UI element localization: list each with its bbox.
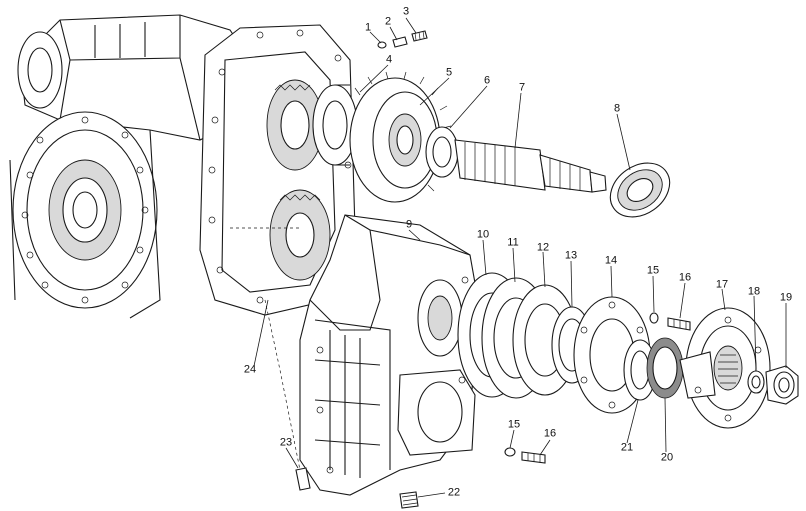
callout-16-lower: 16 <box>543 427 557 440</box>
callout-5: 5 <box>445 66 453 79</box>
gear-5 <box>349 71 452 203</box>
leader-lines <box>253 17 787 498</box>
intermediate-plate <box>199 24 356 316</box>
callout-15-upper: 15 <box>646 264 660 277</box>
callout-4: 4 <box>385 53 393 66</box>
callout-21: 21 <box>620 441 634 454</box>
shaft-7 <box>454 139 607 193</box>
flange-17 <box>679 307 771 429</box>
callout-23: 23 <box>279 436 293 449</box>
callout-3: 3 <box>402 5 410 18</box>
callout-6: 6 <box>483 74 491 87</box>
pin-23 <box>295 467 311 491</box>
callout-18: 18 <box>747 285 761 298</box>
callout-11: 11 <box>507 236 519 249</box>
callout-9: 9 <box>405 218 413 231</box>
callout-15-lower: 15 <box>507 418 521 431</box>
callout-10: 10 <box>476 228 490 241</box>
seal-20 <box>646 337 684 399</box>
assembly-axis-lines <box>230 227 301 471</box>
small-parts-1-3 <box>377 30 428 49</box>
callout-24: 24 <box>243 363 257 376</box>
main-housing <box>9 14 251 319</box>
callout-20: 20 <box>660 451 674 464</box>
bearing-8 <box>609 162 671 218</box>
cover-9 <box>299 214 479 496</box>
callout-13: 13 <box>564 249 578 262</box>
washer-bolt-15-16-upper <box>649 312 691 331</box>
callout-7: 7 <box>518 81 526 94</box>
ring-6 <box>425 126 459 178</box>
callout-8: 8 <box>613 102 621 115</box>
washer-18 <box>747 370 765 394</box>
washer-bolt-15-16-lower <box>504 447 546 464</box>
callout-1: 1 <box>364 21 372 34</box>
callout-14: 14 <box>604 254 618 267</box>
callout-2: 2 <box>384 15 392 28</box>
callout-16-upper: 16 <box>678 271 692 284</box>
callout-12: 12 <box>536 241 550 254</box>
callout-19: 19 <box>779 291 793 304</box>
plug-22 <box>399 491 419 509</box>
nut-19 <box>765 365 799 405</box>
callout-17: 17 <box>715 278 729 291</box>
callout-22: 22 <box>447 486 461 499</box>
